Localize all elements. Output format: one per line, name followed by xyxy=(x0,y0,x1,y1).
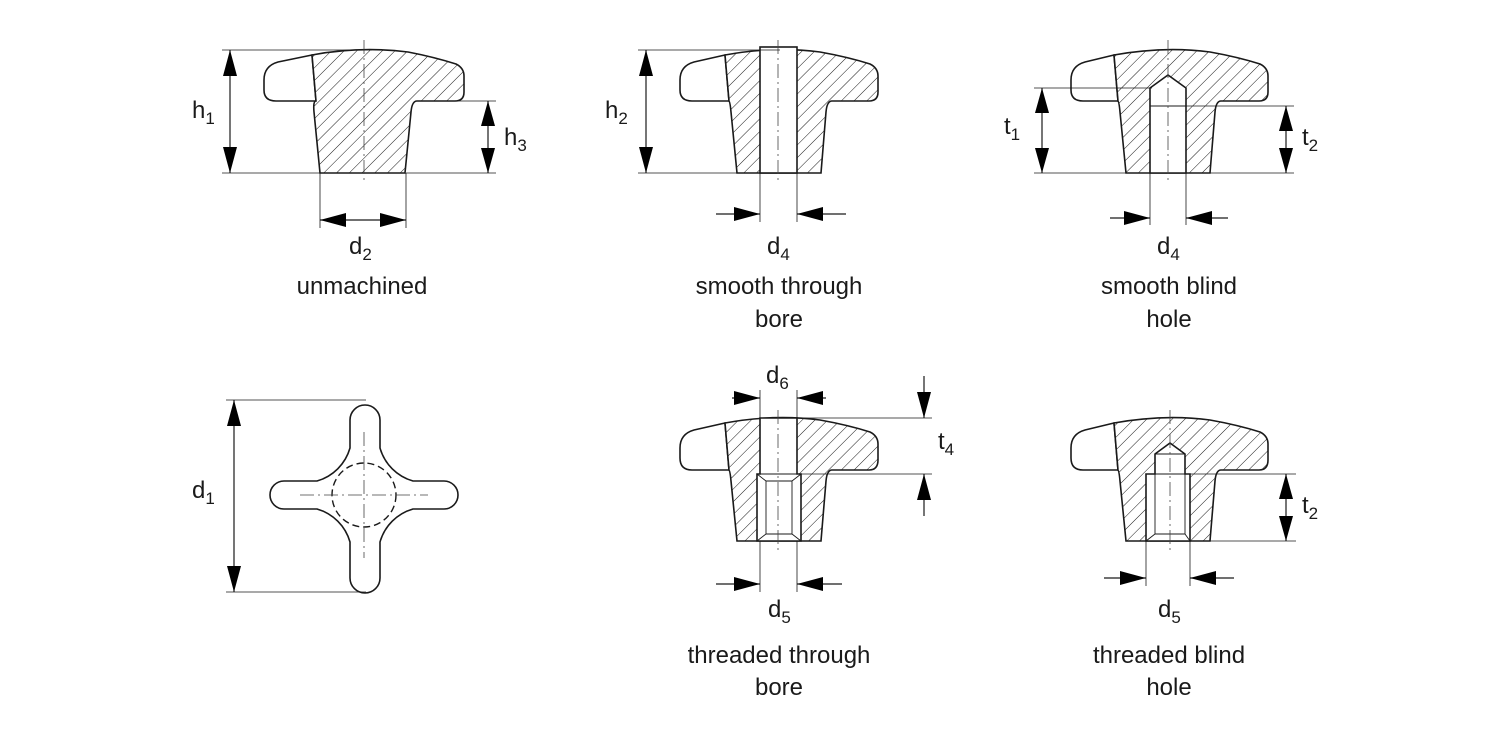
caption-threaded-blind-hole-line2: hole xyxy=(1146,674,1191,701)
dim-label-d4: d4 xyxy=(767,233,790,264)
view-unmachined: h1 h3 d2 unmachined xyxy=(192,40,527,300)
dim-label-d2: d2 xyxy=(349,233,372,264)
caption-smooth-blind-hole-line2: hole xyxy=(1146,306,1191,333)
knob-wing-left xyxy=(263,54,317,102)
dim-label-t2: t2 xyxy=(1302,124,1318,155)
dim-label-h2: h2 xyxy=(605,97,628,128)
caption-smooth-through-bore-line1: smooth through xyxy=(696,273,863,300)
caption-smooth-through-bore-line2: bore xyxy=(755,306,803,333)
dim-label-t1: t1 xyxy=(1004,113,1020,144)
dim-label-t4: t4 xyxy=(938,428,954,459)
dim-label-h1: h1 xyxy=(192,97,215,128)
dim-label-d1: d1 xyxy=(192,477,215,508)
caption-threaded-through-bore-line2: bore xyxy=(755,674,803,701)
dim-label-d5: d5 xyxy=(768,596,791,627)
dim-label-h3: h3 xyxy=(504,124,527,155)
dim-label-d4: d4 xyxy=(1157,233,1180,264)
knob-body-section xyxy=(311,48,465,174)
dim-label-t2: t2 xyxy=(1302,492,1318,523)
dim-label-d5: d5 xyxy=(1158,596,1181,627)
caption-unmachined: unmachined xyxy=(297,273,428,300)
view-smooth-through-bore: h2 d4 smooth through bore xyxy=(605,40,879,333)
caption-smooth-blind-hole-line1: smooth blind xyxy=(1101,273,1237,300)
view-top: d1 xyxy=(192,399,459,594)
view-threaded-blind-hole: t2 d5 threaded blind hole xyxy=(1070,410,1318,701)
view-smooth-blind-hole: t1 t2 d4 smooth blind hole xyxy=(1004,40,1318,333)
caption-threaded-through-bore-line1: threaded through xyxy=(688,642,871,669)
dim-label-d6: d6 xyxy=(766,362,789,393)
through-bore xyxy=(759,46,798,174)
view-threaded-through-bore: d6 t4 d5 threaded through bore xyxy=(679,362,954,701)
caption-threaded-blind-hole-line1: threaded blind xyxy=(1093,642,1245,669)
inner-edge xyxy=(311,54,317,102)
